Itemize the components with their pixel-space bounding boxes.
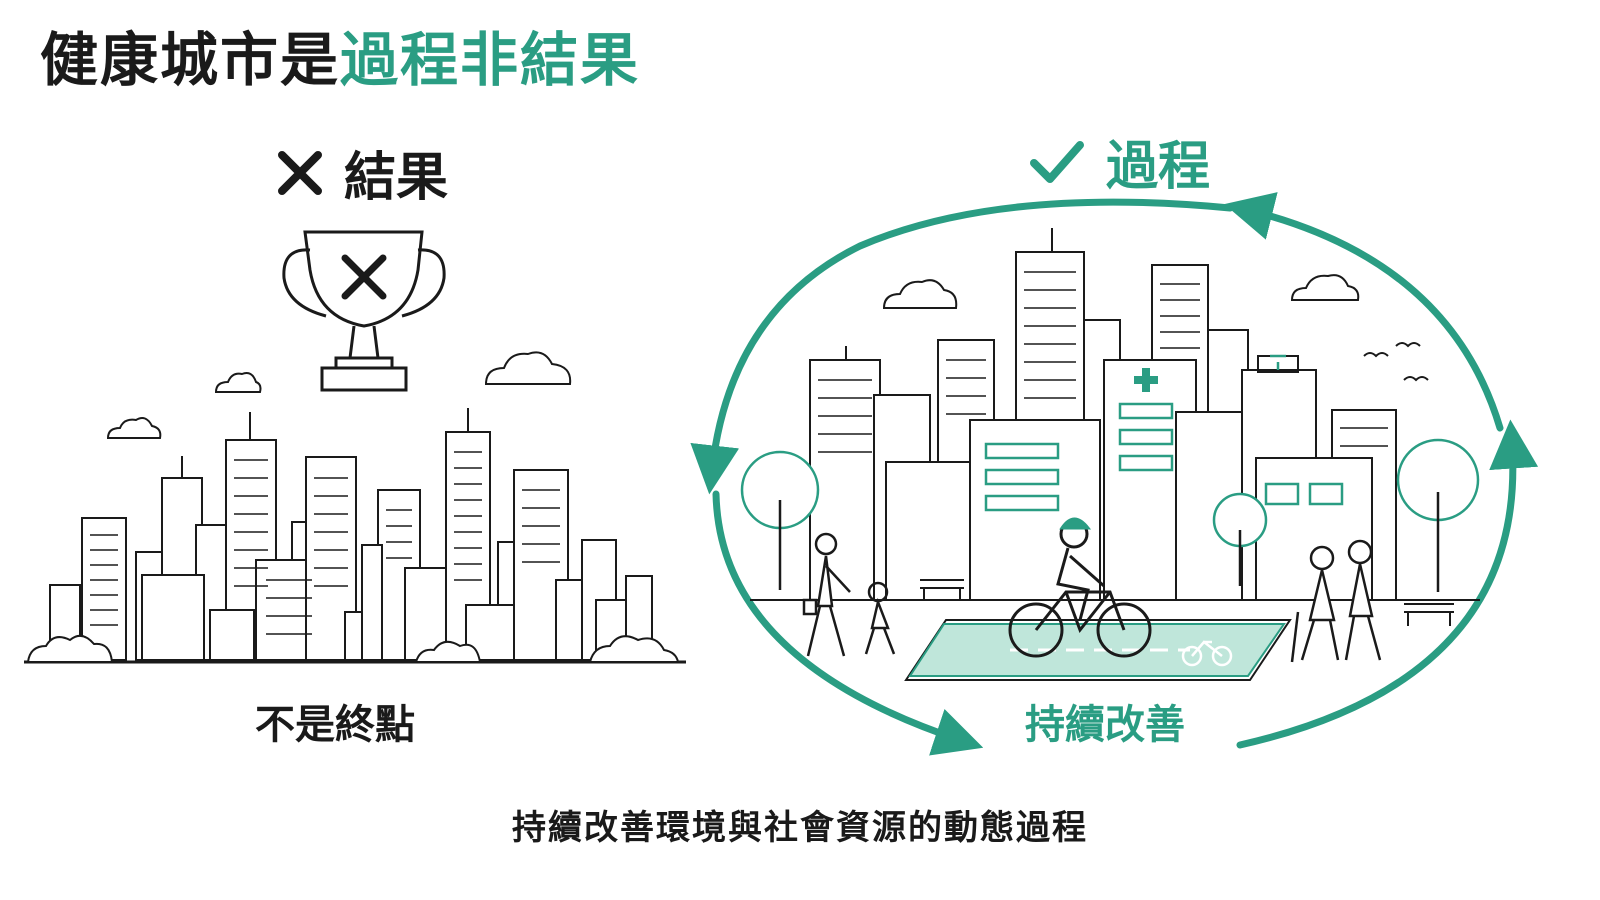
trophy-icon [282, 230, 446, 392]
process-caption: 持續改善 [1025, 702, 1185, 748]
parent-child-icon [802, 532, 896, 657]
process-heading-label: 過程 [1106, 137, 1211, 197]
cross-icon [278, 150, 322, 195]
elderly-couple-icon [1290, 539, 1382, 663]
result-heading: 結果 [278, 135, 448, 210]
left-skyline [24, 408, 686, 664]
title-accent: 過程非結果 [340, 26, 641, 94]
tree-icon [740, 438, 1480, 548]
check-icon [1030, 140, 1084, 183]
cloud-icon [106, 351, 572, 439]
bike-lane [908, 623, 1286, 677]
bench-icon [920, 579, 1454, 626]
right-building-windows [818, 271, 1388, 453]
process-heading: 過程 [1030, 124, 1210, 199]
left-bushes [26, 634, 680, 663]
bike-lane-symbol [1181, 640, 1233, 667]
result-caption: 不是終點 [255, 702, 415, 748]
result-heading-label: 結果 [344, 148, 449, 208]
page-title: 健康城市是過程非結果 [40, 20, 640, 100]
hospital-cross-icon [1134, 368, 1158, 392]
cyclist-icon [1008, 517, 1152, 658]
tree-trunks [778, 492, 1440, 592]
left-building-windows [90, 451, 560, 635]
footer-text: 持續改善環境與社會資源的動態過程 [512, 808, 1088, 848]
cloud-icon [882, 274, 1360, 309]
title-prefix: 健康城市是 [40, 26, 341, 94]
cycle-arrows [690, 192, 1539, 756]
bird-icon [1363, 342, 1429, 382]
green-accents [984, 354, 1344, 512]
